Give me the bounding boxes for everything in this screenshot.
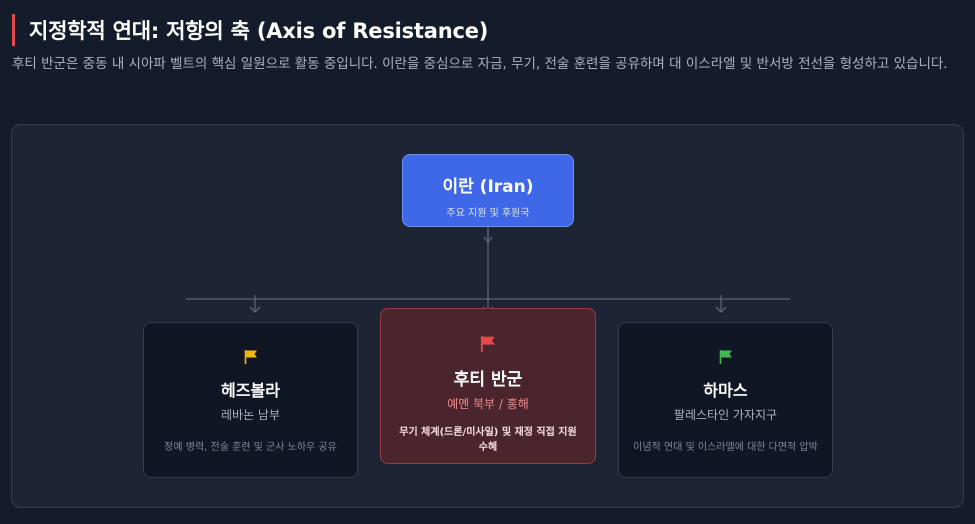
- hezbollah-node: 헤즈볼라 레바논 남부 정예 병력, 전술 훈련 및 군사 노하우 공유: [143, 322, 358, 478]
- houthi-node: 후티 반군 예멘 북부 / 홍해 무기 체계(드론/미사일) 및 재정 직접 지…: [380, 308, 596, 464]
- hamas-name: 하마스: [703, 381, 748, 400]
- hamas-location: 팔레스타인 가자지구: [673, 408, 778, 422]
- hezbollah-detail: 정예 병력, 전술 훈련 및 군사 노하우 공유: [164, 442, 337, 453]
- title-bar: 지정학적 연대: 저항의 축 (Axis of Resistance): [12, 14, 488, 46]
- flag-icon: [719, 350, 732, 364]
- hamas-node: 하마스 팔레스타인 가자지구 이념적 연대 및 이스라엘에 대한 다면적 압박: [618, 322, 833, 478]
- hamas-detail: 이념적 연대 및 이스라엘에 대한 다면적 압박: [633, 442, 818, 453]
- houthi-detail: 무기 체계(드론/미사일) 및 재정 직접 지원 수혜: [399, 427, 577, 453]
- hezbollah-name: 헤즈볼라: [221, 381, 280, 400]
- flag-icon: [480, 336, 495, 352]
- page-title: 지정학적 연대: 저항의 축 (Axis of Resistance): [29, 19, 489, 43]
- hamas-arrow-icon: [715, 306, 727, 313]
- iran-subtitle: 주요 지원 및 후원국: [446, 208, 530, 219]
- hezbollah-location: 레바논 남부: [220, 408, 280, 422]
- page-description: 후티 반군은 중동 내 시아파 벨트의 핵심 일원으로 활동 중입니다. 이란을…: [12, 56, 948, 72]
- flag-icon: [244, 350, 257, 364]
- iran-title: 이란 (Iran): [442, 177, 534, 197]
- houthi-name: 후티 반군: [453, 370, 523, 390]
- houthi-location: 예멘 북부 / 홍해: [447, 397, 529, 411]
- iran-node: 이란 (Iran) 주요 지원 및 후원국: [402, 154, 574, 227]
- hezbollah-arrow-icon: [249, 306, 261, 313]
